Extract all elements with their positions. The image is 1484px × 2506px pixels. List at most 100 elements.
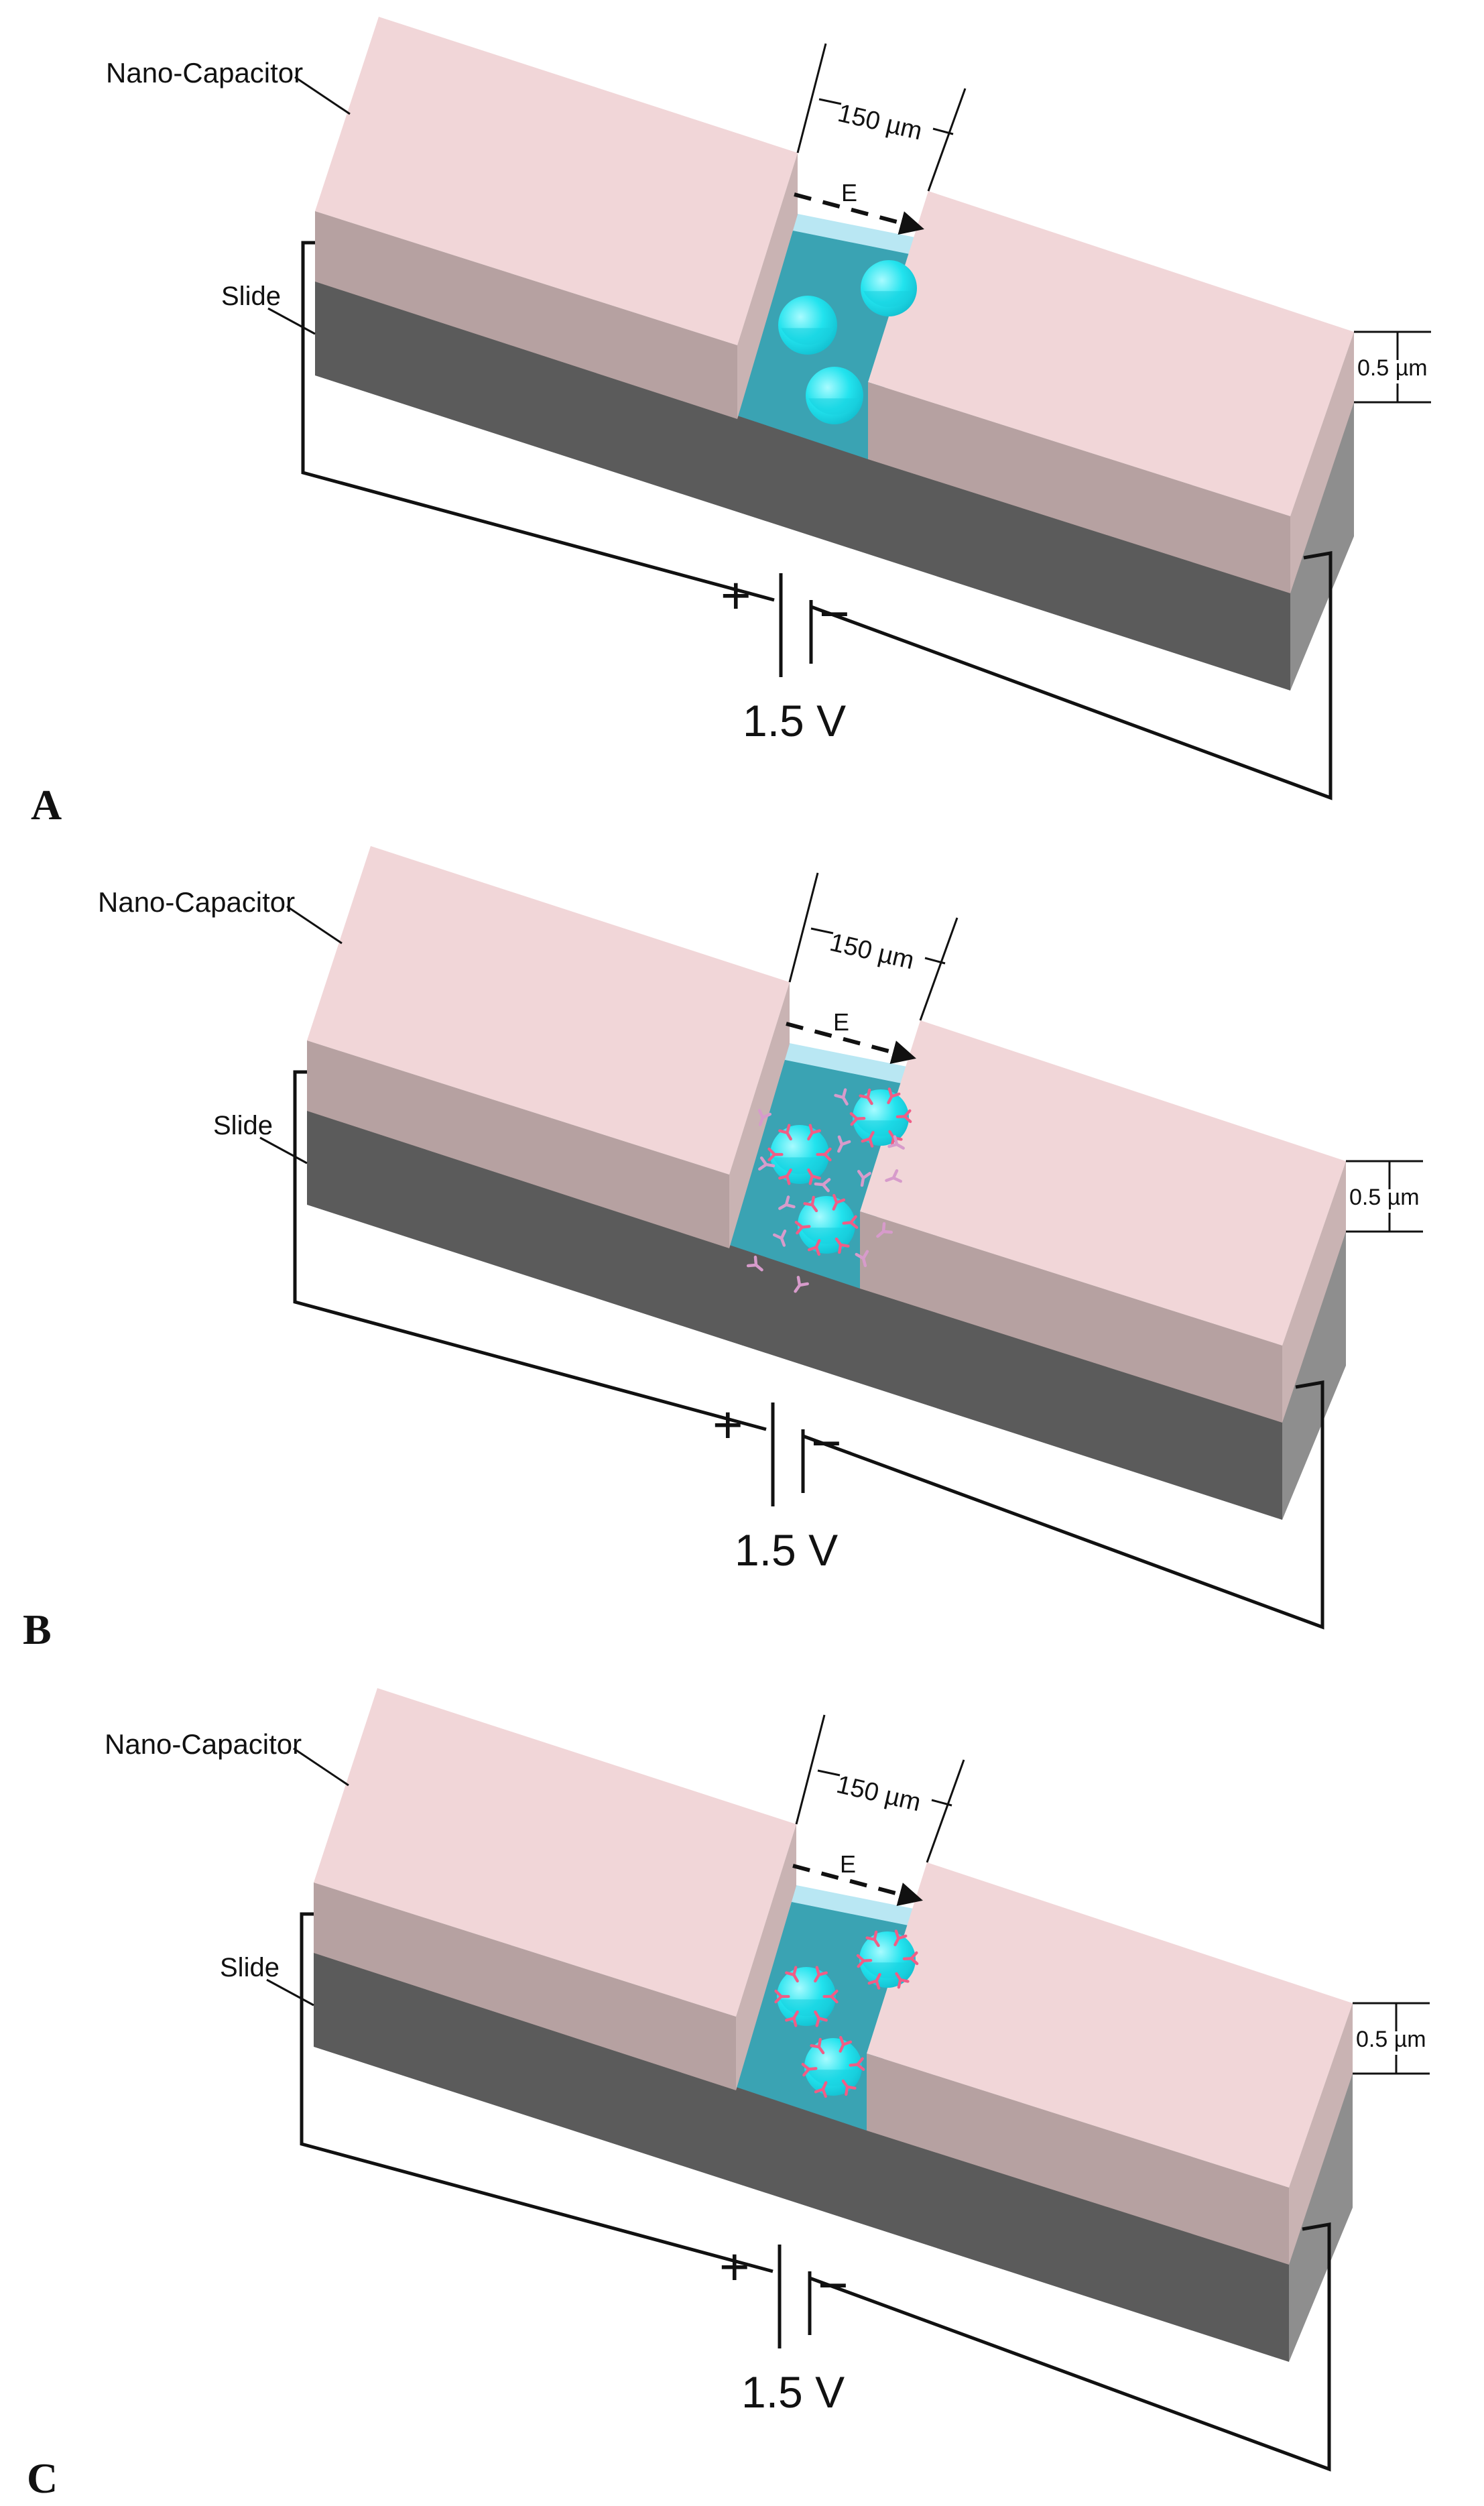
battery-minus-sign: − <box>818 2255 849 2314</box>
thickness-label: 0.5 µm <box>1349 1185 1420 1210</box>
free-antibody <box>887 1135 905 1150</box>
gap-dimension-right-extension <box>926 1759 965 1863</box>
nanoparticle-shade <box>862 1962 913 1978</box>
wire-negative <box>802 1380 1324 1630</box>
right-capacitor-front-face <box>867 2053 1289 2265</box>
particles <box>774 1929 919 2098</box>
free-antibody <box>758 1156 776 1171</box>
right-capacitor-top-face <box>867 1862 1353 2188</box>
bound-antibody <box>807 1124 821 1141</box>
nanoparticle-shade <box>781 328 834 345</box>
nanoparticle-shade <box>773 1157 826 1175</box>
gap-dimension-right-extension <box>919 917 959 1021</box>
free-antibody <box>834 1088 849 1106</box>
nanoparticle <box>861 260 917 316</box>
panel-letter-a: A <box>31 781 62 829</box>
right-capacitor-top-face <box>868 191 1354 516</box>
bound-antibody <box>902 1951 919 1966</box>
bound-antibody <box>810 2037 825 2055</box>
bound-antibody <box>865 1930 880 1948</box>
gap-width-label: 150 µm <box>827 929 917 975</box>
battery-plus-sign: + <box>721 566 751 625</box>
gap-liquid-surface <box>785 1042 910 1084</box>
free-antibody <box>772 1229 787 1247</box>
bound-antibody <box>861 1130 875 1148</box>
bound-antibody <box>822 1989 839 2004</box>
bound-antibody <box>816 1147 832 1162</box>
nanoparticle-shade <box>800 1228 853 1244</box>
nanoparticle-shade <box>780 1999 833 2017</box>
slide-side-face <box>1290 402 1354 691</box>
left-capacitor-front-face <box>314 1883 736 2090</box>
wire-positive <box>301 241 775 602</box>
slide-label: Slide <box>213 1111 273 1140</box>
free-antibody <box>778 1195 796 1210</box>
right-capacitor-front-face <box>868 382 1290 593</box>
bound-antibody <box>803 1195 818 1213</box>
nanoparticle-shade <box>863 291 914 307</box>
wire-negative <box>810 551 1333 800</box>
nano-capacitor-leader <box>293 1747 349 1787</box>
right-capacitor-side-face <box>1282 1161 1346 1423</box>
bound-antibody <box>767 1147 784 1162</box>
particles <box>778 260 917 424</box>
gap-dimension-tick-left <box>818 98 842 105</box>
nano-capacitor-label: Nano-Capacitor <box>105 1728 302 1760</box>
thickness-label: 0.5 µm <box>1356 2027 1426 2052</box>
bound-antibody <box>842 1215 859 1230</box>
bound-antibody <box>841 2079 857 2096</box>
bound-antibody <box>778 1124 792 1141</box>
slide-side-face <box>1289 2074 1353 2362</box>
slide-front-face <box>315 278 1290 691</box>
bound-antibody <box>839 2035 853 2053</box>
bound-antibody <box>807 1168 821 1185</box>
bound-antibody <box>834 1237 850 1254</box>
left-capacitor-top-face <box>307 846 790 1175</box>
bound-antibody <box>785 1966 799 1983</box>
field-arrow <box>792 1864 923 1906</box>
left-capacitor-inner-face <box>729 982 790 1248</box>
bound-antibody <box>814 2010 828 2027</box>
gap-dimension-left-extension <box>788 872 819 983</box>
nanoparticle <box>778 296 837 355</box>
free-antibody <box>885 1169 903 1183</box>
nano-capacitor-label: Nano-Capacitor <box>106 57 303 88</box>
bound-antibody <box>774 1989 790 2004</box>
gap-dimension-tick-left <box>810 927 834 935</box>
slide-front-face <box>307 1108 1282 1520</box>
free-antibody <box>814 1178 831 1193</box>
nanoparticle-shade <box>807 2070 859 2086</box>
free-antibody <box>855 1250 869 1268</box>
slide-label: Slide <box>220 1953 280 1982</box>
bound-antibody <box>867 1972 881 1990</box>
bound-antibody <box>849 2057 865 2072</box>
right-capacitor-top-face <box>860 1020 1346 1346</box>
right-capacitor-front-face <box>860 1211 1282 1423</box>
slide-side-face <box>1282 1232 1346 1520</box>
bound-antibody <box>887 1087 901 1105</box>
field-label: E <box>841 179 857 206</box>
slide-leader <box>266 1978 314 2007</box>
field-label: E <box>833 1008 849 1036</box>
slide-leader <box>259 1136 308 1165</box>
voltage-label: 1.5 V <box>735 1525 838 1575</box>
nano-capacitor-leader <box>286 905 343 945</box>
panel-letter-b: B <box>23 1606 52 1653</box>
bound-antibody <box>807 1239 821 1256</box>
gap-liquid-surface <box>793 213 918 255</box>
slide-front-face <box>314 1950 1289 2362</box>
particles <box>746 1087 912 1293</box>
nanoparticle-shade <box>855 1120 906 1136</box>
bound-antibody <box>856 1954 873 1968</box>
bound-antibody <box>895 1109 912 1124</box>
wire-positive <box>293 1070 767 1431</box>
voltage-label: 1.5 V <box>741 2367 845 2417</box>
left-capacitor-front-face <box>315 211 737 419</box>
free-antibody <box>794 1276 809 1293</box>
gap-width-label: 150 µm <box>835 99 925 146</box>
bound-antibody <box>832 1193 846 1211</box>
field-arrow <box>794 192 924 235</box>
free-antibody <box>837 1135 851 1153</box>
